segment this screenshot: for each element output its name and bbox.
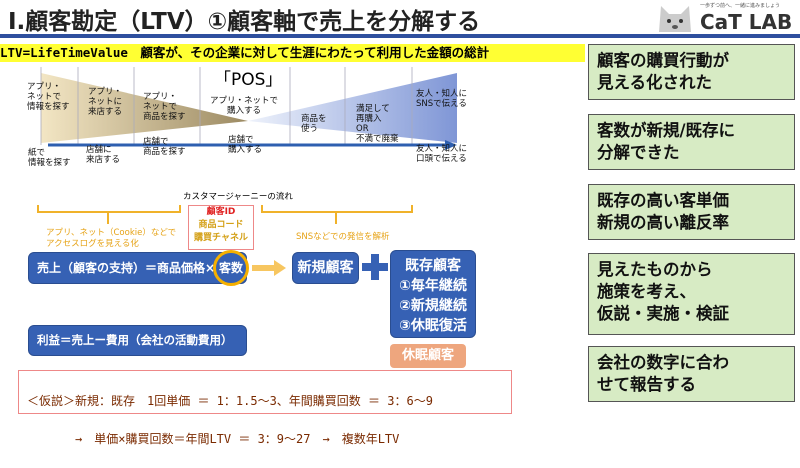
journey-bottom-2: 店舗に 来店する — [86, 145, 121, 165]
journey-top-2: アプリ・ ネットに 来店する — [88, 87, 123, 117]
existing-item: ②新規継続 — [399, 298, 467, 314]
logo-text: CaT LAB — [700, 10, 793, 34]
existing-item: ③休眠復活 — [399, 318, 467, 334]
title-divider — [0, 34, 800, 38]
pos-data-item: 商品コード — [198, 220, 244, 230]
access-log-note: アプリ、ネット（Cookie）などで アクセスログを見える化 — [46, 228, 177, 249]
ltv-definition: LTV=LifeTimeValue 顧客が、その企業に対して生涯にわたって利用し… — [0, 44, 585, 62]
journey-bottom-3: 店舗で 商品を探す — [143, 137, 186, 157]
side-point-4: 見えたものから 施策を考え、 仮説・実施・検証 — [588, 253, 795, 335]
arrow-right-icon — [252, 260, 286, 276]
side-point-3: 既存の高い客単価 新規の高い離反率 — [588, 184, 795, 240]
journey-top-4: アプリ・ネットで 購入する — [210, 96, 279, 116]
sales-formula: 売上（顧客の支持）＝商品価格× — [28, 252, 247, 284]
side-point-1: 顧客の購買行動が 見える化された — [588, 44, 795, 100]
existing-item: ①毎年継続 — [399, 278, 467, 294]
journey-top-6: 満足して 再購入 OR 不満で廃棄 — [356, 104, 399, 144]
bracket-lines — [37, 205, 413, 224]
hypothesis-line: ＜仮説＞新規：既存 1回単価 ＝ 1：1.5～3、年間購買回数 ＝ 3：6～9 — [27, 394, 433, 408]
side-point-2: 客数が新規/既存に 分解できた — [588, 114, 795, 170]
pos-data-item: 購買チャネル — [194, 233, 248, 243]
journey-bottom-4: 店舗で 購入する — [228, 135, 263, 155]
journey-top-3: アプリ・ ネットで 商品を探す — [143, 92, 186, 122]
journey-diagram — [40, 67, 457, 150]
logo-tagline: 一歩ずつ前へ、一緒に進みましょう — [700, 3, 781, 9]
existing-title: 既存顧客 — [405, 258, 461, 274]
new-customer-box: 新規顧客 — [292, 252, 359, 284]
flow-label: カスタマージャーニーの流れ — [183, 192, 293, 202]
sales-formula-text: 売上（顧客の支持）＝商品価格× — [37, 261, 216, 275]
profit-formula: 利益＝売上ー費用（会社の活動費用） — [28, 325, 247, 356]
pos-data-item: 顧客ID — [206, 207, 236, 217]
dormant-customer-box: 休眠顧客 — [390, 344, 466, 368]
cat-logo-icon — [659, 6, 691, 32]
hypothesis-box: ＜仮説＞新規：既存 1回単価 ＝ 1：1.5～3、年間購買回数 ＝ 3：6～9 … — [18, 370, 512, 446]
sns-analysis-note: SNSなどでの発信を解析 — [296, 232, 390, 242]
journey-top-1: アプリ・ ネットで 情報を探す — [27, 82, 70, 112]
hypothesis-line: → 単価×購買回数＝年間LTV ＝ 3：9～27 → 複数年LTV — [27, 432, 400, 446]
journey-top-7: 友人・知人に SNSで伝える — [416, 89, 468, 109]
existing-customer-box: 既存顧客 ①毎年継続 ②新規継続 ③休眠復活 — [390, 250, 476, 338]
journey-bottom-1: 紙で 情報を探す — [28, 148, 71, 168]
side-point-5: 会社の数字に合わ せて報告する — [588, 346, 795, 402]
pos-data-box: 顧客ID 商品コード 購買チャネル — [188, 205, 254, 250]
journey-bottom-5: 友人・知人に 口頭で伝える — [416, 144, 468, 164]
journey-top-5: 商品を 使う — [301, 114, 327, 134]
page-title: Ⅰ.顧客勘定（LTV）①顧客軸で売上を分解する — [8, 9, 481, 35]
customer-count-highlight: 客数 — [213, 250, 249, 286]
pos-label: 「POS」 — [214, 70, 283, 90]
plus-icon — [362, 254, 388, 280]
